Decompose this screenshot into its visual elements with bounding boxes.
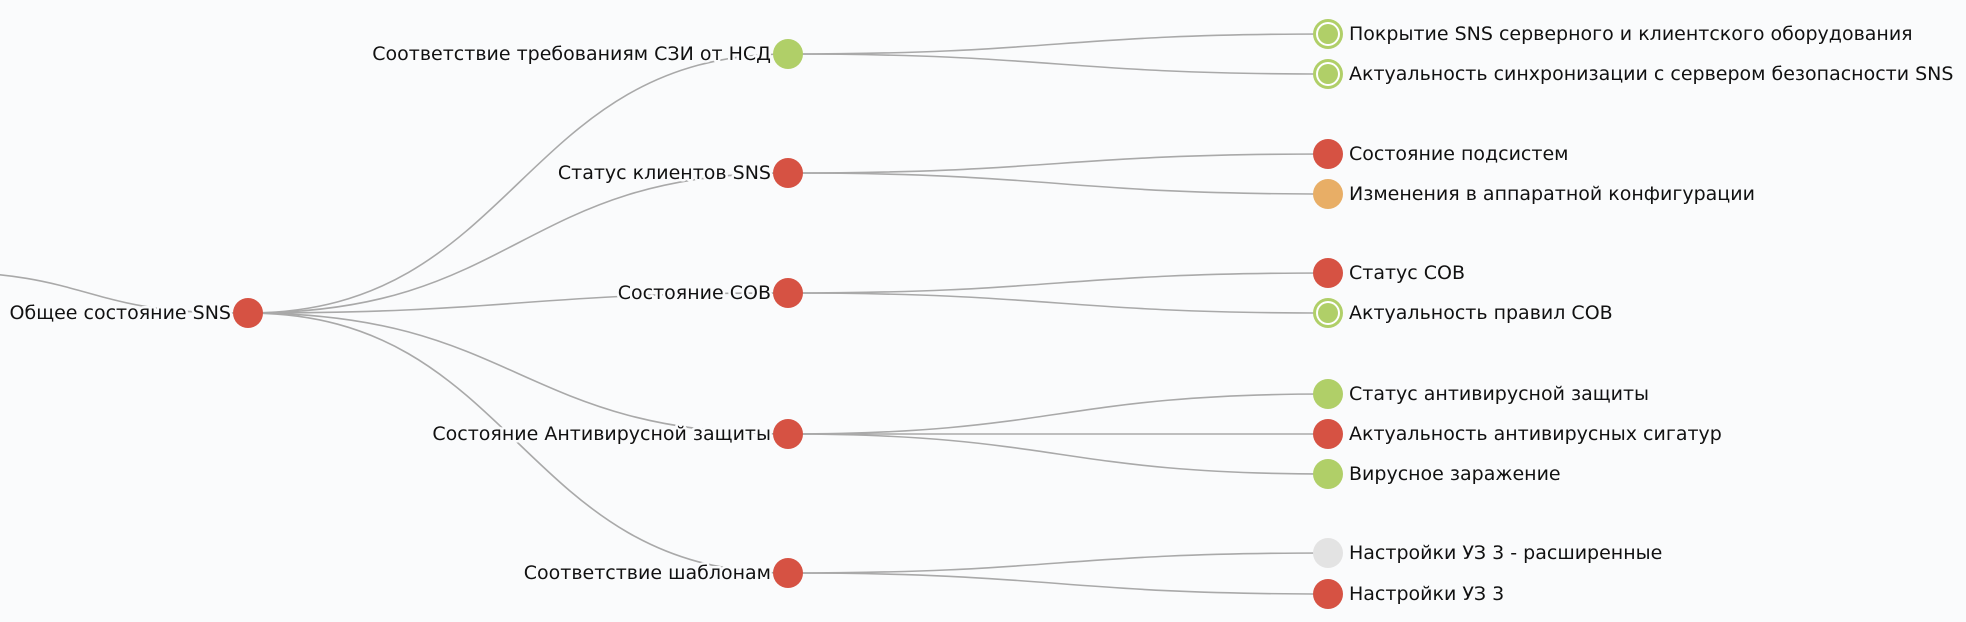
status-dot-icon (1318, 64, 1338, 84)
node-label: Состояние подсистем (1349, 143, 1568, 165)
status-dot-icon (773, 419, 803, 449)
tree-link (247, 312, 789, 435)
leaf-node[interactable]: Вирусное заражение (1313, 459, 1563, 489)
node-label: Статус СОВ (1349, 262, 1465, 284)
status-dot-icon (1313, 579, 1343, 609)
tree-link (787, 552, 1329, 574)
status-dot-icon (1313, 459, 1343, 489)
node-label: Соответствие шаблонам (524, 562, 771, 584)
leaf-node[interactable]: Настройки УЗ 3 (1313, 579, 1507, 609)
node-label: Актуальность антивирусных сигатур (1349, 423, 1722, 445)
node-label: Актуальность синхронизации с сервером бе… (1349, 63, 1953, 85)
tree-link (247, 53, 789, 314)
node-label: Настройки УЗ 3 (1349, 583, 1504, 605)
leaf-node[interactable]: Актуальность правил СОВ (1313, 298, 1615, 328)
node-label: Соответствие требованиям СЗИ от НСД (372, 43, 771, 65)
category-node[interactable]: Соответствие требованиям СЗИ от НСД (370, 39, 803, 69)
node-label: Состояние Антивирусной защиты (432, 423, 771, 445)
tree-link (787, 172, 1329, 195)
node-label: Общее состояние SNS (10, 302, 231, 324)
status-dot-icon (1313, 419, 1343, 449)
root-node[interactable]: Общее состояние SNS (7, 298, 263, 328)
node-label: Настройки УЗ 3 - расширенные (1349, 542, 1662, 564)
node-label: Статус антивирусной защиты (1349, 383, 1649, 405)
tree-link (787, 53, 1329, 75)
leaf-node[interactable]: Актуальность синхронизации с сервером бе… (1313, 59, 1956, 89)
tree-link (787, 292, 1329, 314)
tree-link (787, 393, 1329, 435)
leaf-node[interactable]: Состояние подсистем (1313, 139, 1571, 169)
node-label: Статус клиентов SNS (558, 162, 771, 184)
status-dot-icon (773, 558, 803, 588)
tree-nodes: Общее состояние SNS Соответствие требован… (7, 19, 1956, 609)
tree-link (787, 572, 1329, 595)
category-node[interactable]: Статус клиентов SNS (555, 158, 803, 188)
tree-links (0, 33, 1329, 595)
leaf-node[interactable]: Покрытие SNS серверного и клиентского об… (1313, 19, 1915, 49)
tree-link (247, 292, 789, 314)
category-node[interactable]: Соответствие шаблонам (521, 558, 803, 588)
node-label: Вирусное заражение (1349, 463, 1561, 485)
status-dot-icon (773, 278, 803, 308)
leaf-node[interactable]: Изменения в аппаратной конфигурации (1313, 179, 1757, 209)
leaf-node[interactable]: Статус антивирусной защиты (1313, 379, 1652, 409)
parent-link (0, 273, 234, 314)
tree-link (787, 433, 1329, 475)
status-dot-icon (1318, 24, 1338, 44)
status-dot-icon (1313, 139, 1343, 169)
status-dot-icon (1313, 258, 1343, 288)
leaf-node[interactable]: Актуальность антивирусных сигатур (1313, 419, 1724, 449)
status-dot-icon (1313, 379, 1343, 409)
node-label: Состояние СОВ (618, 282, 771, 304)
status-dot-icon (233, 298, 263, 328)
status-dot-icon (1318, 303, 1338, 323)
leaf-node[interactable]: Статус СОВ (1313, 258, 1468, 288)
category-node[interactable]: Состояние Антивирусной защиты (430, 419, 803, 449)
tree-link (247, 172, 789, 314)
status-dot-icon (773, 158, 803, 188)
tree-link (787, 272, 1329, 294)
category-node[interactable]: Состояние СОВ (615, 278, 803, 308)
tree-link (247, 312, 789, 574)
tree-link (787, 33, 1329, 55)
node-label: Актуальность правил СОВ (1349, 302, 1613, 324)
tree-link (787, 153, 1329, 174)
leaf-node[interactable]: Настройки УЗ 3 - расширенные (1313, 538, 1665, 568)
status-dot-icon (1313, 538, 1343, 568)
node-label: Покрытие SNS серверного и клиентского об… (1349, 23, 1913, 45)
status-dot-icon (1313, 179, 1343, 209)
status-dot-icon (773, 39, 803, 69)
node-label: Изменения в аппаратной конфигурации (1349, 183, 1755, 205)
